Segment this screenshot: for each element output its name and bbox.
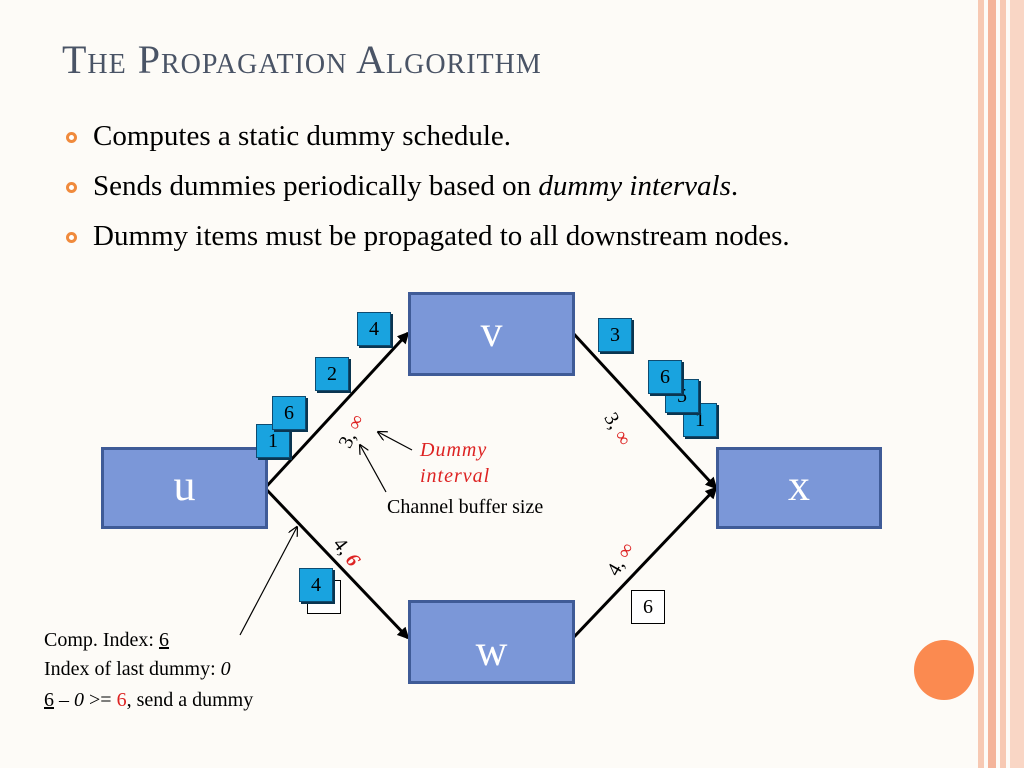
bullet-text: Computes a static dummy schedule. [93,120,512,152]
node-u: u [101,447,268,529]
decor-circle [914,640,974,700]
bullet-emphasis: dummy intervals [538,170,731,202]
bullet-icon [66,232,77,243]
note-value: 0 [220,658,231,680]
dummy-chip: 3 [598,318,632,352]
decor-stripe [1000,0,1006,768]
edge-w-x [571,486,718,640]
pointer-dummy-interval [378,432,413,451]
pointer-buffer-size [360,445,387,493]
note-value: 6 [159,629,169,651]
note-label: Index of last dummy: [44,658,221,680]
dummy-interval-annotation: Dummy interval [420,439,491,487]
bullet-tail: . [730,170,739,202]
pointer-comp-index [239,527,297,636]
dummy-chip: 2 [315,357,349,391]
note-text: – [54,689,74,711]
note-label: Comp. Index: [44,629,159,651]
edge-u-v [263,331,410,490]
note-rule: 6 – 0 >= 6, send a dummy [44,689,253,712]
dummy-chip: 6 [648,360,682,394]
dummy-chip: 6 [272,396,306,430]
bullet-item: Computes a static dummy schedule. [62,117,962,155]
node-w-label: w [475,626,508,675]
decor-stripe [978,0,984,768]
dummy-chip: 4 [357,312,391,346]
dummy-chip: 4 [299,568,333,602]
bullet-text: Sends dummies periodically based on [93,170,539,202]
bullet-text: Dummy items must be propagated to all do… [93,220,790,252]
note-text: >= [84,689,117,711]
node-v-label: v [480,307,503,356]
edge-u-w [263,486,410,640]
decor-stripe [1010,0,1024,768]
decor-stripe [988,0,996,768]
note-value: 6 [116,689,127,711]
data-chip: 6 [631,590,665,624]
node-x: x [716,447,882,529]
node-v: v [408,292,575,376]
bullet-item: Sends dummies periodically based on dumm… [62,167,962,205]
bullet-list: Computes a static dummy schedule. Sends … [62,117,962,267]
note-comp-index: Comp. Index: 6 [44,629,169,652]
node-u-label: u [173,461,196,510]
bullet-icon [66,182,77,193]
bullet-icon [66,132,77,143]
note-value: 0 [74,689,84,711]
slide-title: The Propagation Algorithm [62,37,542,82]
edge-v-x [571,331,718,490]
note-last-dummy: Index of last dummy: 0 [44,658,231,681]
node-w: w [408,600,575,684]
note-text: , send a dummy [126,689,254,711]
buffer-size-annotation: Channel buffer size [387,496,544,518]
bullet-item: Dummy items must be propagated to all do… [62,217,962,255]
node-x-label: x [788,461,810,510]
note-value: 6 [44,689,54,711]
